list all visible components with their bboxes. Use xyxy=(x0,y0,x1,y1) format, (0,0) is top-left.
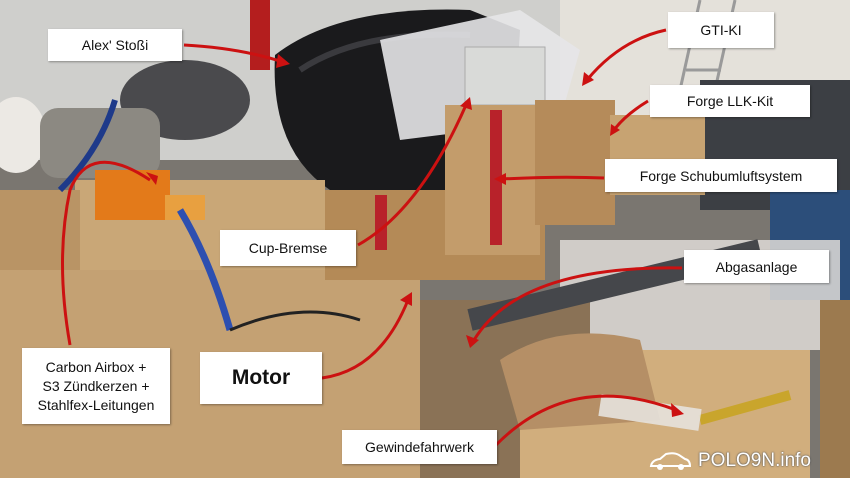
label-stossi: Alex' Stoßi xyxy=(48,29,182,61)
car-logo-icon xyxy=(649,452,692,470)
label-motor: Motor xyxy=(200,352,322,404)
label-airbox: Carbon Airbox + S3 Zündkerzen + Stahlfex… xyxy=(22,348,170,424)
watermark: POLO9N.info xyxy=(648,448,811,474)
car-part-left xyxy=(0,97,46,173)
watermark-text: POLO9N.info xyxy=(698,450,811,471)
label-cup-bremse: Cup-Bremse xyxy=(220,230,356,266)
label-abgasanlage: Abgasanlage xyxy=(684,250,829,283)
label-airbox-line3: Stahlfex-Leitungen xyxy=(37,396,155,413)
label-forge-schub: Forge Schubumluftsystem xyxy=(605,159,837,192)
label-gewindefahrwerk: Gewindefahrwerk xyxy=(342,430,497,464)
annotation-arrows xyxy=(61,28,683,447)
label-airbox-line2: S3 Zündkerzen + xyxy=(42,377,150,394)
label-airbox-line1: Carbon Airbox + xyxy=(45,358,147,375)
label-forge-llk: Forge LLK-Kit xyxy=(650,85,810,117)
label-gti-ki: GTI-KI xyxy=(668,12,774,48)
